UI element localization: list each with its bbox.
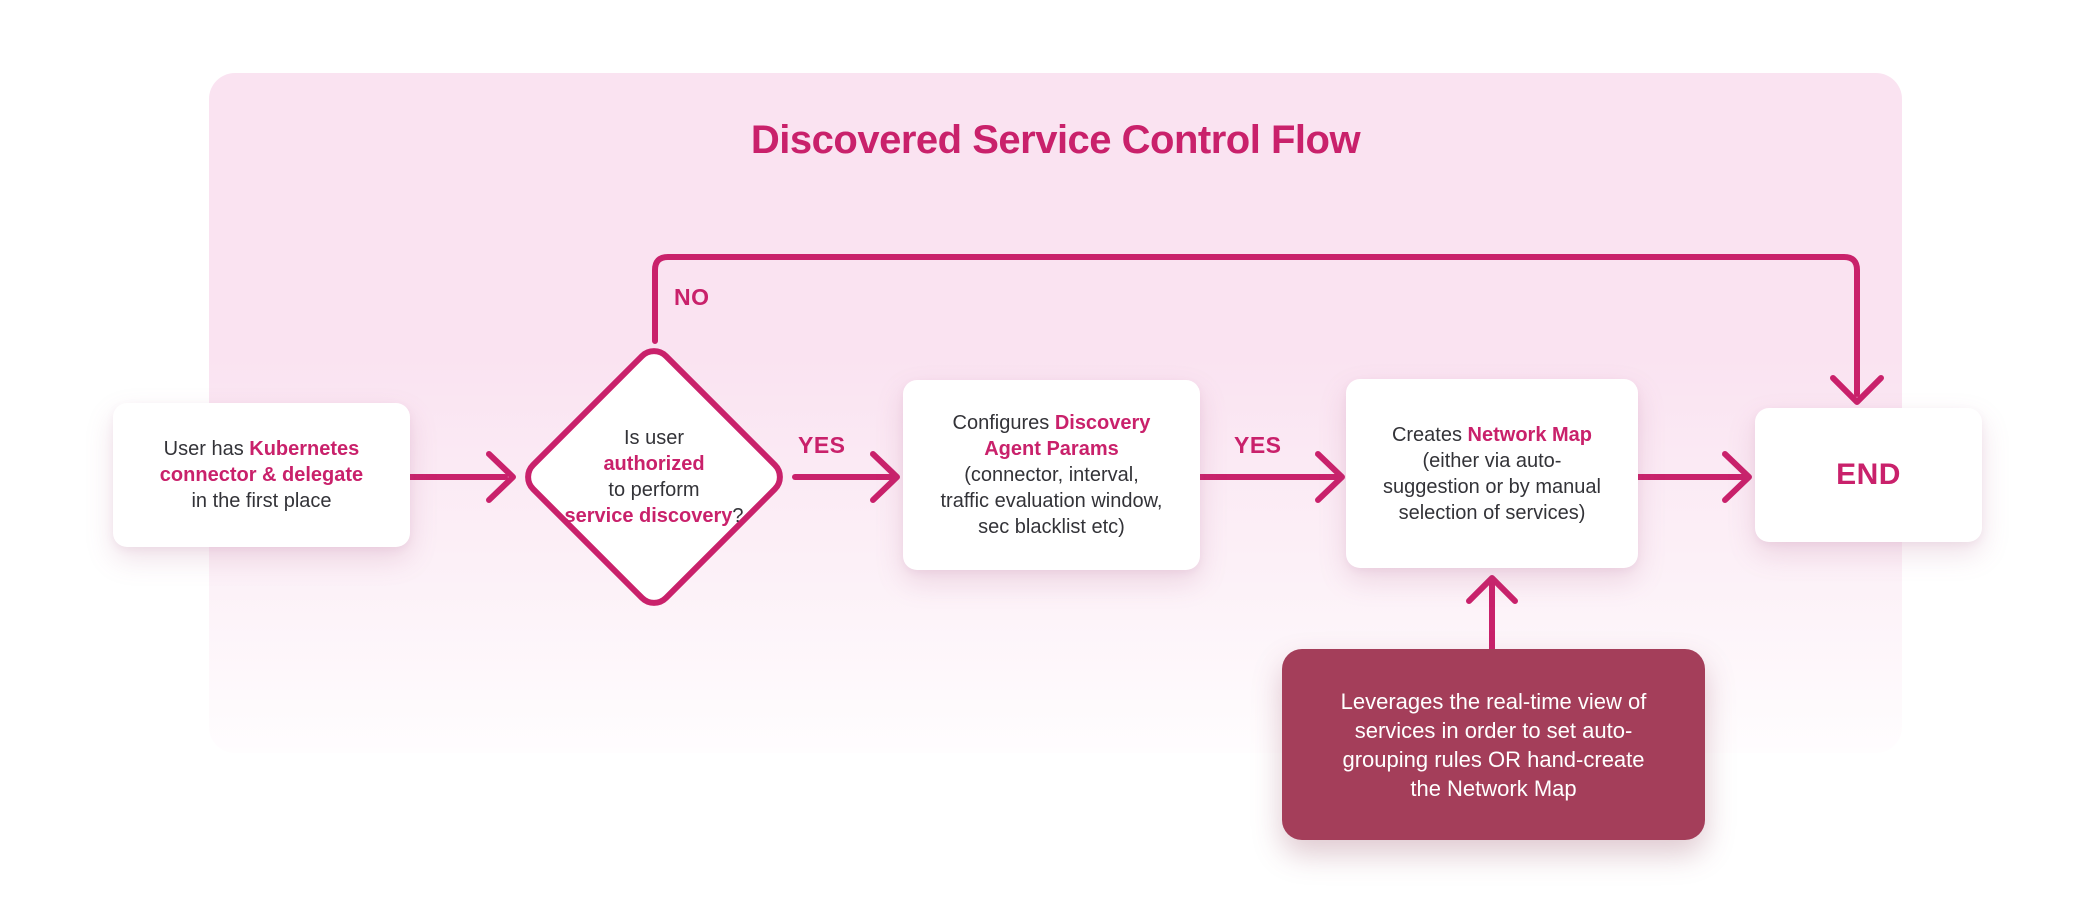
arrow-start-to-decision-head — [486, 451, 516, 503]
node-network-map: Creates Network Map(either via auto-sugg… — [1346, 379, 1638, 568]
arrow-decision-to-configure-head — [870, 451, 900, 503]
arrow-configure-to-netmap-head — [1315, 451, 1345, 503]
arrow-note-to-netmap-head — [1466, 575, 1518, 604]
node-network-map-text: Creates Network Map(either via auto-sugg… — [1383, 423, 1601, 524]
no-branch-line — [652, 254, 1860, 397]
page-title: Discovered Service Control Flow — [750, 118, 1361, 162]
no-label: NO — [674, 284, 710, 310]
no-branch-arrowhead — [1830, 375, 1884, 405]
end-label: END — [1836, 458, 1901, 491]
node-end: END — [1755, 408, 1982, 542]
yes-label-1: YES — [798, 432, 846, 458]
yes-label-2: YES — [1234, 432, 1282, 458]
arrow-netmap-to-end-head — [1722, 451, 1752, 503]
